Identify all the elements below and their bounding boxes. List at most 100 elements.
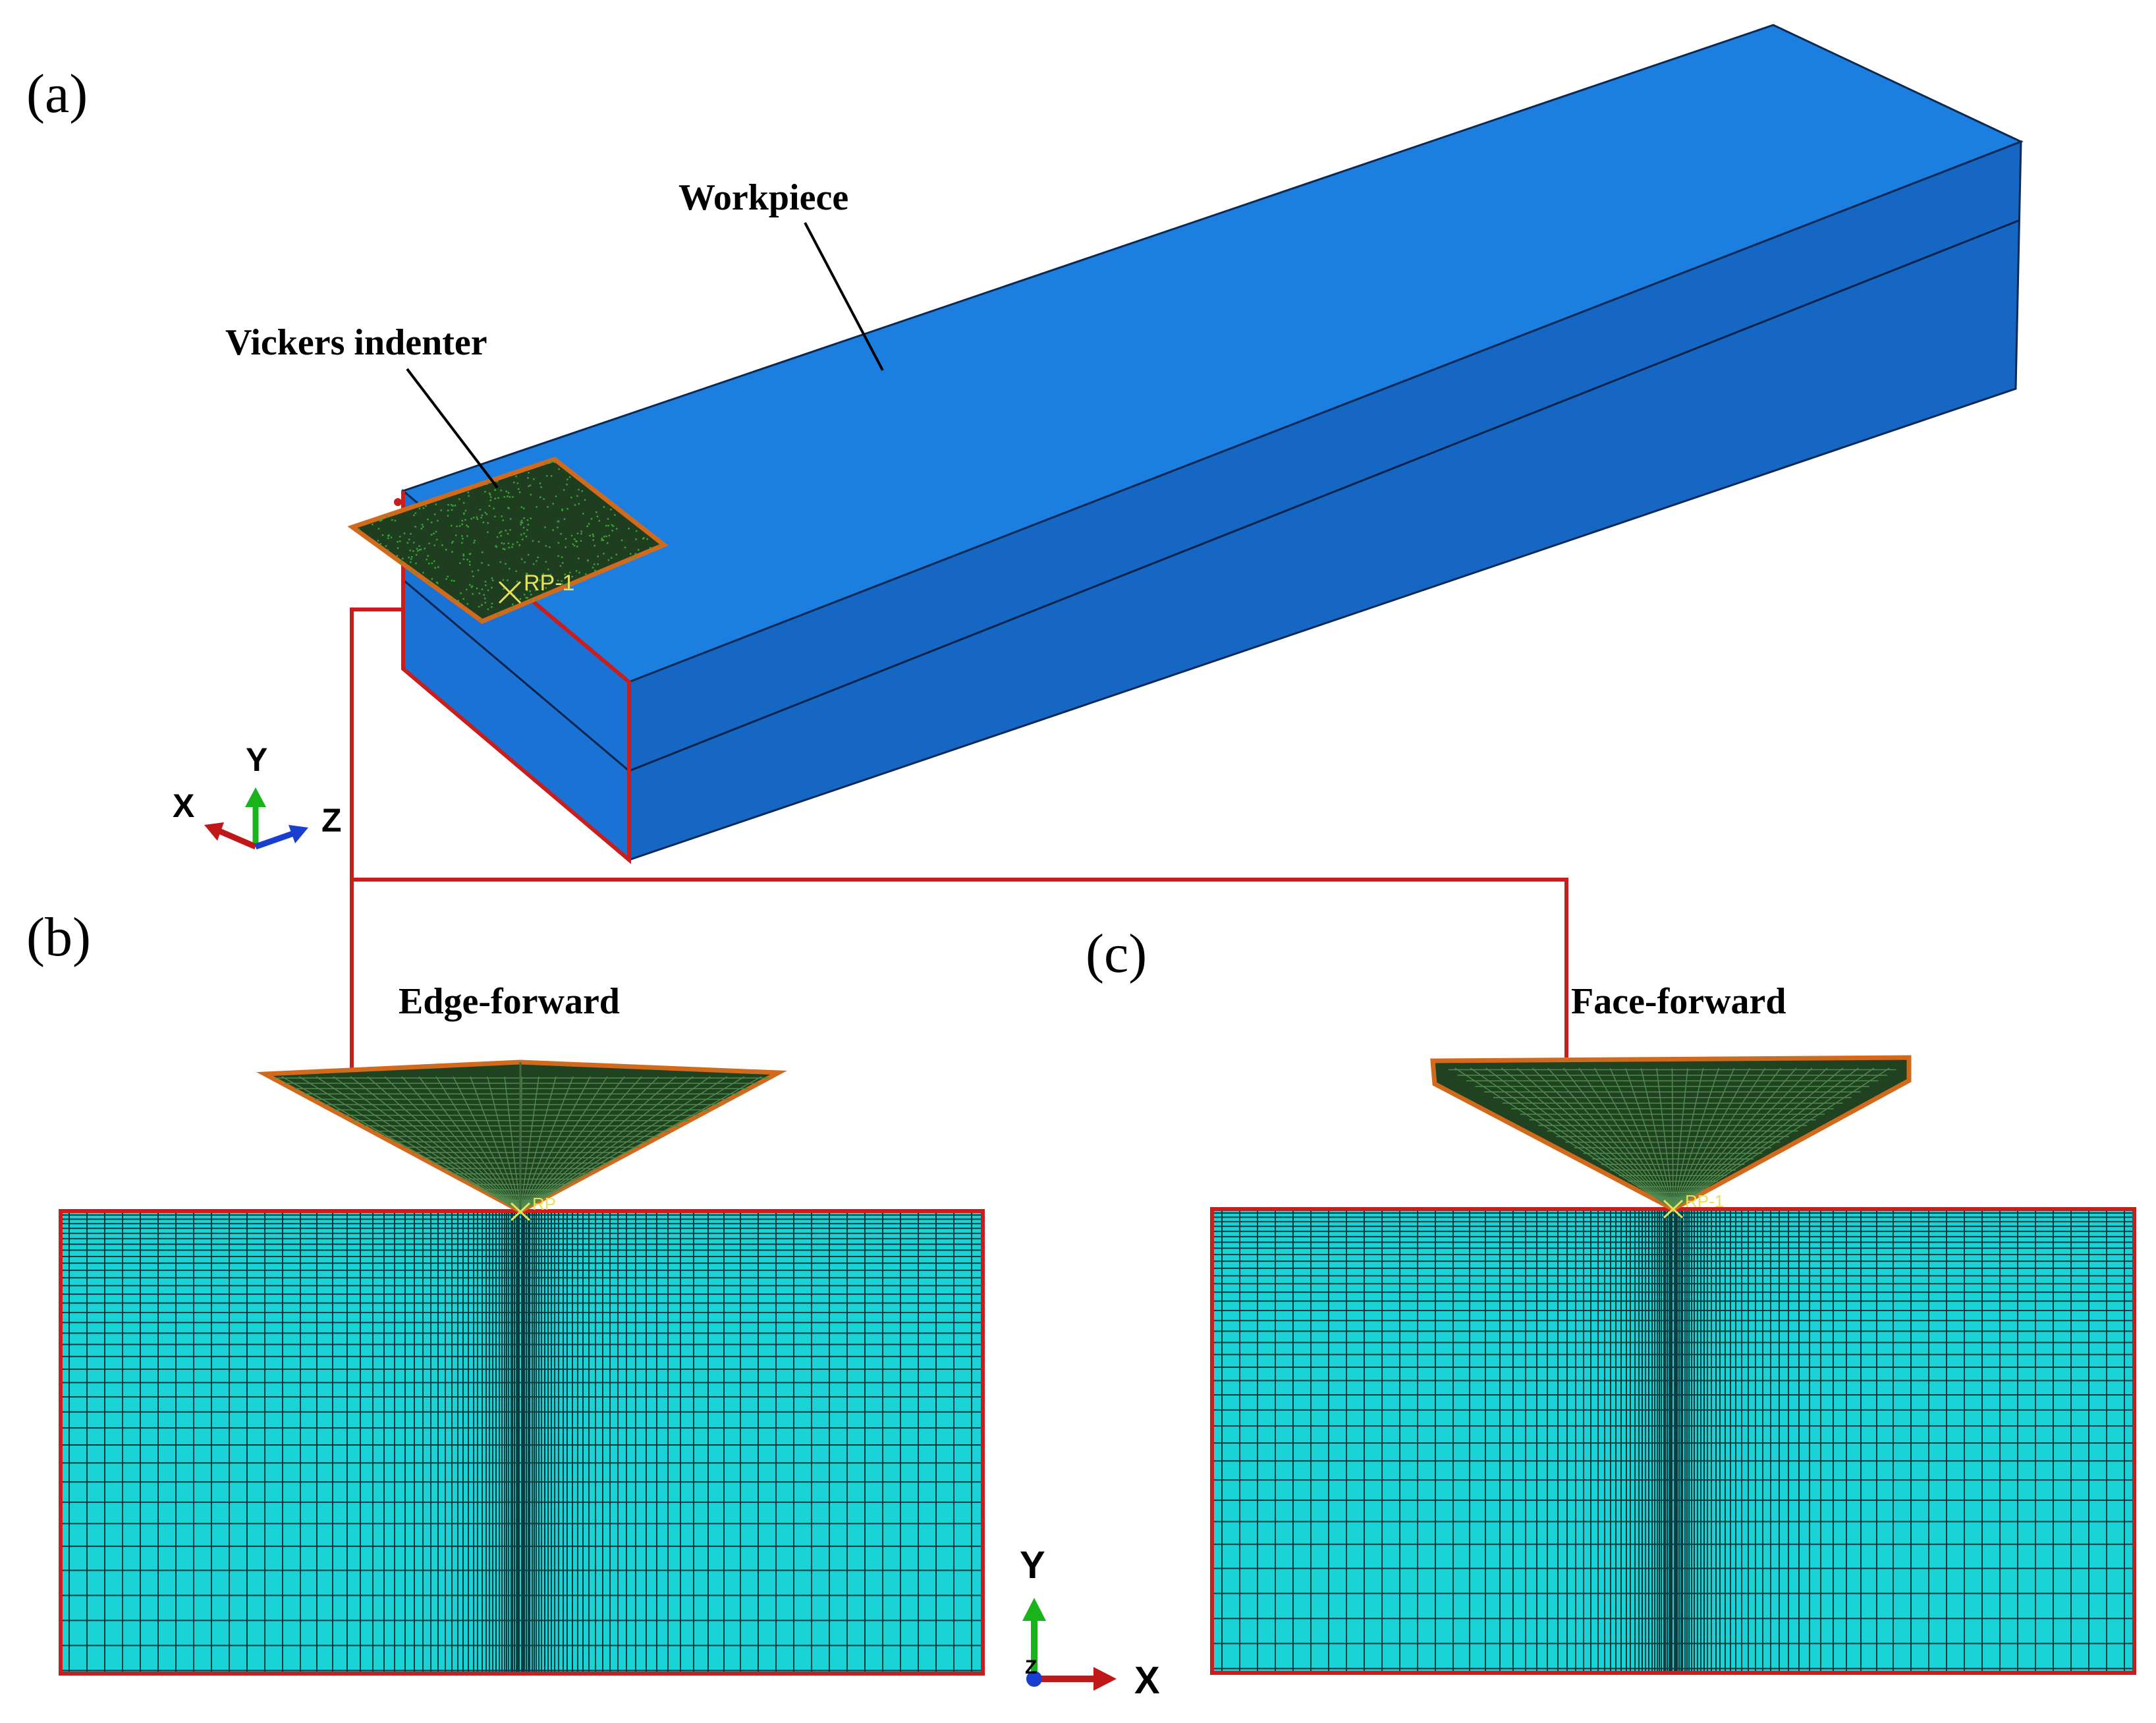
indenter-mesh-dot — [587, 559, 589, 562]
indenter-mesh-dot — [559, 565, 562, 567]
indenter-mesh-dot — [461, 535, 463, 537]
indenter-mesh-dot — [594, 563, 595, 565]
indenter-mesh-dot — [485, 513, 488, 515]
indenter-mesh-dot — [424, 548, 426, 550]
indenter-mesh-dot — [562, 562, 564, 564]
indenter-mesh-dot — [462, 598, 464, 600]
indenter-mesh-dot — [584, 499, 586, 501]
indenter-mesh-dot — [466, 535, 468, 537]
indenter-mesh-line — [1640, 1067, 1674, 1210]
indenter-mesh-line — [520, 1076, 762, 1212]
indenter-mesh-dot — [552, 529, 554, 531]
indenter-mesh-dot — [553, 461, 556, 463]
indenter-mesh-dot — [567, 478, 568, 480]
indenter-mesh-dot — [476, 587, 478, 590]
indenter-mesh-dot — [526, 589, 528, 592]
indenter-mesh-dot — [529, 590, 531, 592]
indenter-mesh-dot — [581, 490, 584, 492]
indenter-mesh-dot — [578, 571, 580, 574]
indenter-mesh-line — [504, 1076, 521, 1212]
indenter-mesh-dot — [539, 482, 541, 484]
indenter-mesh-dot — [529, 484, 532, 486]
indenter-mesh-dot — [408, 556, 410, 559]
indenter-mesh-dot — [417, 550, 419, 552]
indenter-mesh-dot — [476, 518, 479, 520]
indenter-mesh-dot — [461, 520, 463, 522]
indenter-mesh-line — [1672, 1067, 1766, 1210]
indenter-mesh-dot — [489, 496, 492, 498]
indenter-mesh-line — [1672, 1067, 1890, 1210]
indenter-mesh-dot — [394, 519, 397, 522]
indenter-mesh-dot — [440, 509, 442, 511]
indenter-mesh-dot — [462, 553, 464, 555]
indenter-mesh-dot — [386, 516, 389, 518]
indenter-mesh-dot — [601, 538, 603, 540]
indenter-mesh-dot — [522, 538, 524, 540]
indenter-mesh-dot — [488, 492, 491, 494]
indenter-mesh-dot — [496, 536, 499, 538]
indenter-mesh-dot — [575, 570, 578, 572]
triad-3d-x-arrowhead — [204, 822, 224, 841]
indenter-mesh-dot — [566, 484, 568, 486]
panel-b-label: (b) — [26, 907, 91, 968]
indenter-mesh-dot — [437, 582, 439, 584]
indenter-mesh-dot — [464, 509, 467, 512]
triad-3d-x-axis — [216, 827, 257, 850]
indenter-mesh-line — [1672, 1067, 1875, 1210]
indenter-mesh-dot — [557, 526, 559, 528]
indenter-mesh-dot — [505, 563, 507, 565]
indenter-mesh-dot — [615, 553, 618, 555]
indenter-mesh-line — [520, 1076, 591, 1212]
indenter-mesh-dot — [592, 539, 594, 541]
indenter-mesh-dot — [526, 519, 529, 521]
indenter-mesh-dot — [527, 553, 530, 556]
indenter-mesh-dot — [549, 546, 551, 548]
indenter-mesh-dot — [566, 584, 568, 586]
indenter-mesh-dot — [545, 561, 547, 563]
indenter-mesh-dot — [416, 548, 418, 550]
indenter-mesh-line — [316, 1076, 521, 1212]
indenter-mesh-dot — [509, 567, 511, 570]
indenter-mesh-dot — [530, 594, 532, 596]
indenter-mesh-line — [1672, 1067, 1719, 1210]
indenter-mesh-dot — [638, 549, 640, 551]
indenter-mesh-dot — [428, 563, 430, 565]
indenter-mesh-dot — [480, 517, 482, 519]
indenter-mesh-dot — [433, 513, 436, 515]
indenter-mesh-dot — [545, 463, 547, 465]
indenter-mesh-dot — [430, 534, 433, 536]
indenter-mesh-dot — [561, 509, 563, 511]
indenter-mesh-dot — [543, 498, 545, 500]
indenter-mesh-dot — [466, 524, 468, 526]
indenter-mesh-dot — [611, 524, 613, 526]
panel-b-title: Edge-forward — [399, 981, 620, 1022]
indenter-mesh-dot — [414, 526, 416, 528]
indenter-mesh-dot — [379, 543, 381, 545]
indenter-mesh-dot — [605, 535, 607, 538]
indenter-mesh-dot — [549, 575, 552, 577]
indenter-mesh-dot — [557, 542, 560, 544]
indenter-mesh-dot — [542, 573, 544, 575]
indenter-mesh-dot — [399, 536, 401, 538]
indenter-mesh-dot — [427, 555, 429, 557]
indenter-mesh-dot — [503, 495, 505, 498]
indenter-mesh-line — [1609, 1067, 1674, 1210]
panel-c-reference-label: RP-1 — [1685, 1191, 1724, 1211]
indenter-mesh-dot — [451, 504, 453, 506]
indenter-mesh-line — [1672, 1067, 1844, 1210]
indenter-mesh-dot — [418, 545, 420, 547]
indenter-mesh-dot — [473, 542, 475, 544]
indenter-mesh-dot — [523, 594, 526, 596]
indenter-mesh-dot — [516, 541, 518, 544]
indenter-mesh-dot — [447, 515, 449, 517]
indenter-mesh-dot — [539, 496, 541, 498]
indenter-mesh-dot — [520, 558, 523, 561]
panel-c-mesh-block — [1212, 1209, 2134, 1673]
indenter-mesh-line — [350, 1076, 521, 1212]
indenter-mesh-dot — [578, 557, 580, 559]
indenter-mesh-dot — [497, 613, 499, 615]
indenter-mesh-dot — [539, 579, 541, 582]
indenter-mesh-dot — [576, 495, 578, 497]
indenter-mesh-dot — [607, 559, 610, 561]
triad-3d-z-arrowhead — [289, 825, 308, 843]
